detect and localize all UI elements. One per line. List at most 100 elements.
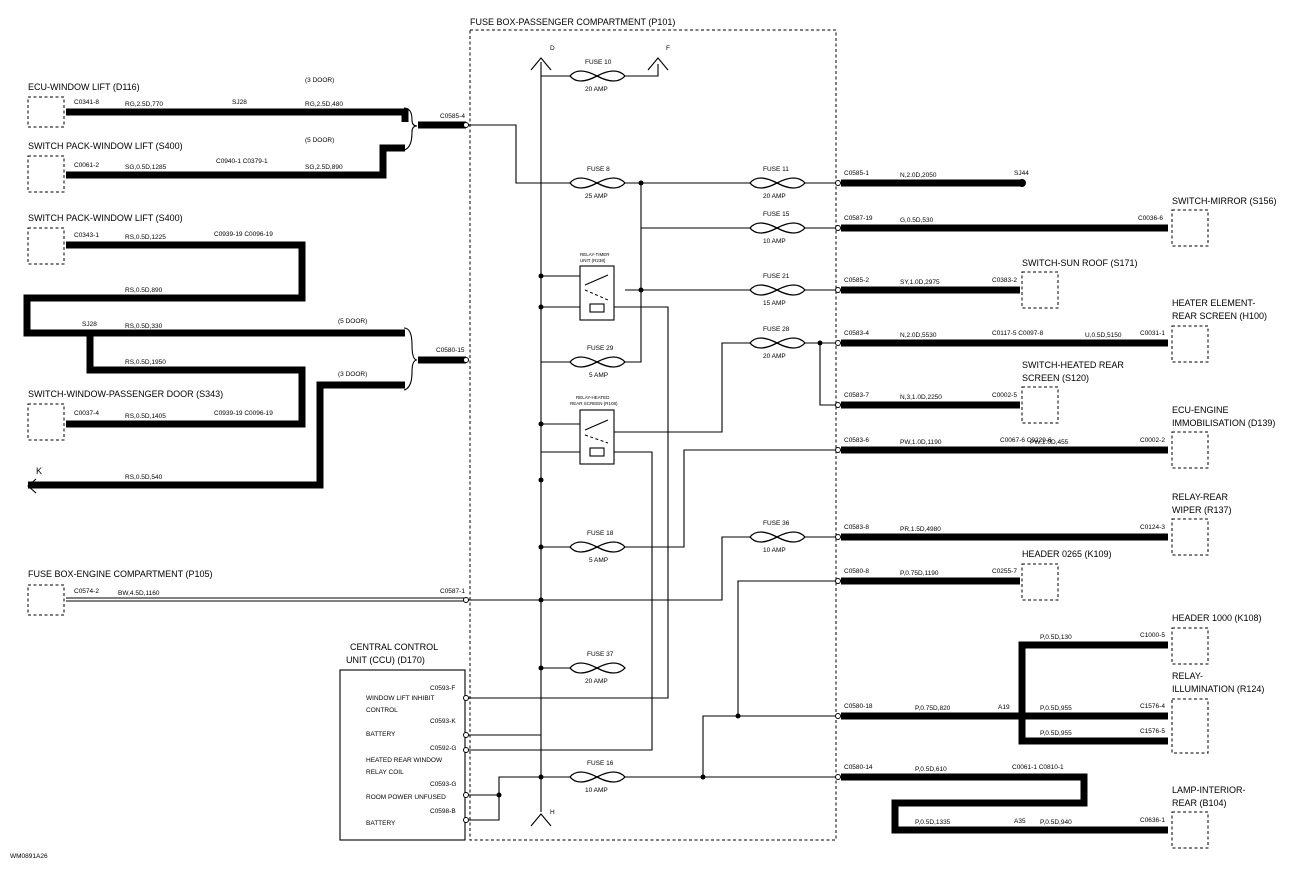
fuse-28-name: FUSE 28 (763, 326, 790, 333)
label-heater-1: HEATER ELEMENT- (1172, 298, 1255, 308)
ccu-border (339, 669, 466, 841)
wire-sp1-2: SG,2.5D,890 (305, 164, 343, 171)
splice-a19: A19 (998, 704, 1010, 711)
rconn-8e: C0255-7 (992, 568, 1017, 575)
splice-a35-dot (1019, 827, 1025, 833)
ccu-pin-4: HEATED REAR WINDOW (366, 757, 443, 764)
fusebox-border (469, 29, 837, 841)
label-heated-rear-2: SCREEN (S120) (1022, 373, 1089, 383)
bus-f: F (666, 45, 670, 52)
wire-loop-top: RS,0.5D,890 (125, 287, 163, 294)
rwire-13b: P,0.5D,940 (1040, 819, 1072, 826)
fuse-36 (749, 531, 806, 543)
fusebox-junction-dots (496, 180, 823, 798)
fusebox-terminals (463, 122, 841, 823)
fuse-18-name: FUSE 18 (587, 530, 614, 537)
fuse-21-rating: 15 AMP (763, 300, 786, 307)
fuse-8 (569, 177, 626, 189)
fuse-37-name: FUSE 37 (587, 651, 614, 658)
rwire-13: P,0.5D,1335 (915, 819, 951, 826)
fuse-10 (569, 70, 626, 82)
rwire-12: P,0.5D,610 (915, 766, 947, 773)
fuse-18-rating: 5 AMP (589, 557, 608, 564)
wire-pass: RS,0.5D,1405 (125, 413, 166, 420)
rconn-8: C0580-8 (844, 568, 869, 575)
relay-heated-label-1: RELAY-HEATED (576, 395, 610, 400)
fuse-11 (749, 177, 806, 189)
conn-fb-mid: C0580-15 (436, 347, 465, 354)
ccu-pin-5: RELAY COIL (366, 769, 404, 776)
left-component-boxes (27, 96, 65, 616)
rwire-4: N,2.0D,5530 (900, 332, 937, 339)
rwire-6b: PW,1.0D,455 (1030, 439, 1069, 446)
conn-sp2: C0343-1 (74, 232, 99, 239)
fusebox-title: FUSE BOX-PASSENGER COMPARTMENT (P101) (470, 17, 675, 27)
wire-sp2: RS,0.5D,1225 (125, 234, 166, 241)
rconn-6e: C0002-2 (1140, 437, 1165, 444)
fuse-16-name: FUSE 16 (587, 760, 614, 767)
rconn-11e: C1576-5 (1140, 728, 1165, 735)
splice-sj28-mid-dot (87, 330, 93, 336)
label-header-1000: HEADER 1000 (K108) (1172, 613, 1262, 623)
wire-loop-low: RS,0.5D,1950 (125, 359, 166, 366)
rwire-4b: U,0.5D,5150 (1085, 332, 1122, 339)
wire-ecu-2: RG,2.5D,480 (305, 101, 343, 108)
door-note-b5: (5 DOOR) (338, 318, 367, 325)
fuse-11-name: FUSE 11 (763, 166, 789, 173)
ccu-conn-5: C0598-B (430, 808, 456, 815)
label-relay-wiper-1: RELAY-REAR (1172, 492, 1229, 502)
fuse-8-name: FUSE 8 (587, 166, 610, 173)
rwire-10: P,0.75D,820 (915, 705, 951, 712)
fuse-29-rating: 5 AMP (589, 372, 608, 379)
conn-ecu: C0341-8 (74, 99, 99, 106)
rconn-12e: C0636-1 (1140, 817, 1165, 824)
label-relay-illum-1: RELAY- (1172, 671, 1203, 681)
wire-sp1-1: SG,0.5D,1285 (125, 164, 167, 171)
splice-a19-dot (1019, 713, 1025, 719)
rconn-10: C0580-18 (844, 703, 873, 710)
conn-sp1: C0061-2 (74, 162, 99, 169)
label-switch-pack-2: SWITCH PACK-WINDOW LIFT (S400) (28, 213, 183, 223)
label-fusebox-engine: FUSE BOX-ENGINE COMPARTMENT (P105) (28, 569, 213, 579)
left-junction-dot (237, 172, 243, 178)
door-note-a3: (3 DOOR) (305, 77, 334, 84)
rconn-1: C0585-1 (844, 170, 869, 177)
fuse-21 (749, 284, 806, 296)
rwire-1: N,2.0D,2050 (900, 172, 937, 179)
right-wiring (841, 179, 1168, 834)
right-junction-dot-1 (1007, 447, 1013, 453)
fuse-8-rating: 25 AMP (585, 193, 608, 200)
left-wiring (23, 108, 466, 602)
rconn-10e: C1576-4 (1140, 703, 1165, 710)
conn-pass-mid: C0939-19 C0096-19 (214, 410, 273, 417)
brace-top (403, 107, 418, 151)
splice-sj44-dot (1018, 179, 1026, 187)
ccu-pin-3: BATTERY (366, 731, 396, 738)
rconn-2e: C0036-6 (1138, 215, 1163, 222)
ccu-pin-1: WINDOW LIFT INHIBIT (366, 695, 435, 702)
rconn-3: C0585-2 (844, 277, 869, 284)
rconn-2: C0587-19 (844, 215, 873, 222)
label-lamp-1: LAMP-INTERIOR- (1172, 785, 1246, 795)
fuse-37-rating: 20 AMP (585, 678, 608, 685)
ccu-title-1: CENTRAL CONTROL (350, 642, 438, 652)
bus-d: D (550, 45, 555, 52)
fuse-16 (569, 771, 626, 783)
label-switch-mirror: SWITCH-MIRROR (S156) (1172, 196, 1277, 206)
right-component-boxes (1021, 209, 1209, 849)
relay-heated-label-2: REAR SCREEN (R108) (570, 401, 618, 406)
rconn-4: C0583-4 (844, 330, 869, 337)
fuse-28-rating: 20 AMP (763, 353, 786, 360)
rconn-4m: C0117-5 C0097-8 (992, 330, 1044, 337)
k-arrow (27, 478, 37, 494)
fuse-10-rating: 20 AMP (585, 86, 608, 93)
rwire-6: PW,1.0D,1190 (900, 439, 942, 446)
bus-h: H (550, 809, 555, 816)
wire-loop-mid: RS,0.5D,330 (125, 323, 163, 330)
wire-k: RS,0.5D,540 (125, 474, 163, 481)
door-note-a5: (5 DOOR) (305, 137, 334, 144)
fuse-10-name: FUSE 10 (585, 59, 612, 66)
ccu-pin-2: CONTROL (366, 707, 398, 714)
fuse-29 (569, 356, 626, 368)
